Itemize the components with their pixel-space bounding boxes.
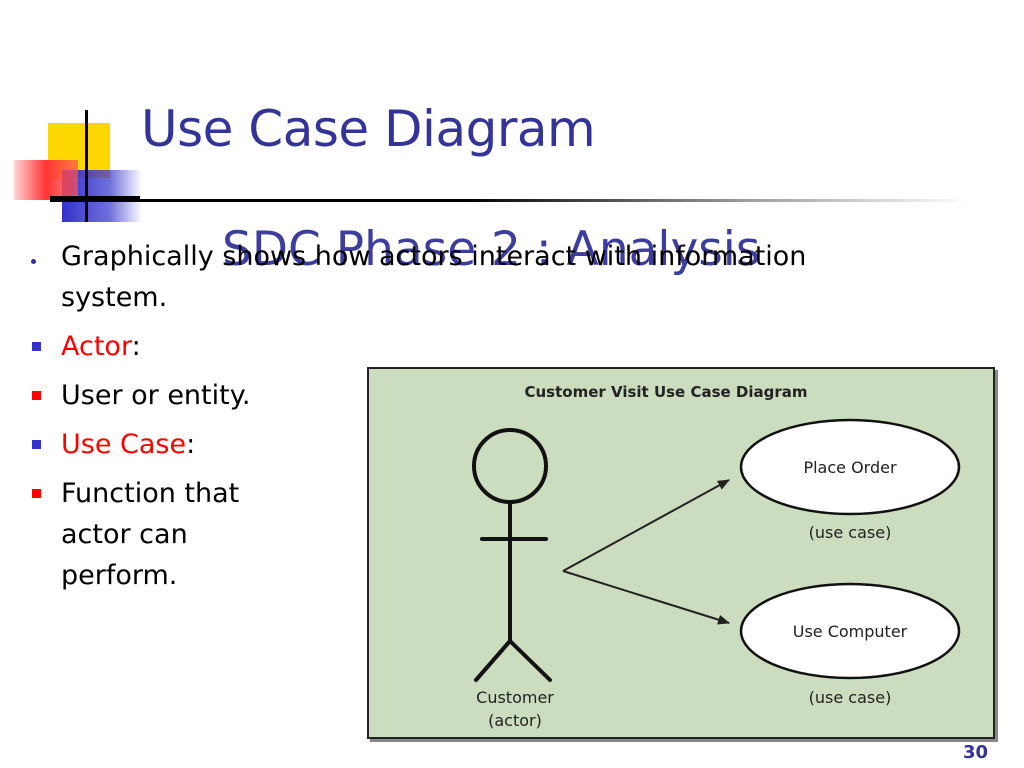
page-number: 30 <box>962 742 988 763</box>
bullet-text: User or entity. <box>61 380 251 411</box>
bullet-square-red-icon <box>32 489 41 498</box>
bullet-item: Function that actor can perform. <box>28 473 301 596</box>
actor-stick-figure-icon <box>472 428 552 682</box>
slide-title: Use Case Diagram <box>141 100 596 158</box>
arrow-to-place-order <box>562 479 730 572</box>
bullet-text: Graphically shows how actors interact wi… <box>61 241 807 313</box>
arrow-to-use-computer <box>562 570 730 625</box>
bullet-square-blue-icon <box>32 342 41 351</box>
slide-subtitle: SDC Phase 2 : Analysis <box>222 222 761 277</box>
diagram-title: Customer Visit Use Case Diagram <box>524 383 807 401</box>
use-case-label: Place Order <box>803 458 897 477</box>
use-case-label: Use Computer <box>793 622 908 641</box>
bullet-dot-icon <box>31 259 36 264</box>
bullet-square-blue-icon <box>32 440 41 449</box>
actor-role: (actor) <box>488 711 542 730</box>
use-case-diagram: Customer Visit Use Case Diagram Customer… <box>367 367 995 739</box>
bullet-item: Graphically shows how actors interact wi… <box>28 236 908 318</box>
bullet-text: Function that actor can perform. <box>61 478 240 591</box>
slide-logo-icon <box>14 110 142 222</box>
bullet-highlight: Actor <box>61 331 132 362</box>
bullet-list: Graphically shows how actors interact wi… <box>28 236 908 604</box>
use-case-use-computer: Use Computer <box>739 582 961 680</box>
bullet-highlight: Use Case <box>61 429 187 460</box>
use-case-caption: (use case) <box>809 523 892 542</box>
diagram-canvas: Customer Visit Use Case Diagram Customer… <box>472 383 961 730</box>
title-divider <box>50 199 970 202</box>
bullet-suffix: : <box>131 331 141 362</box>
use-case-place-order: Place Order <box>739 418 961 516</box>
bullet-item: User or entity. <box>28 375 301 416</box>
bullet-suffix: : <box>186 429 196 460</box>
bullet-item: Use Case: <box>28 424 908 465</box>
bullet-item: Actor: <box>28 326 908 367</box>
actor-name: Customer <box>476 688 554 707</box>
use-case-caption: (use case) <box>809 688 892 707</box>
bullet-square-red-icon <box>32 391 41 400</box>
